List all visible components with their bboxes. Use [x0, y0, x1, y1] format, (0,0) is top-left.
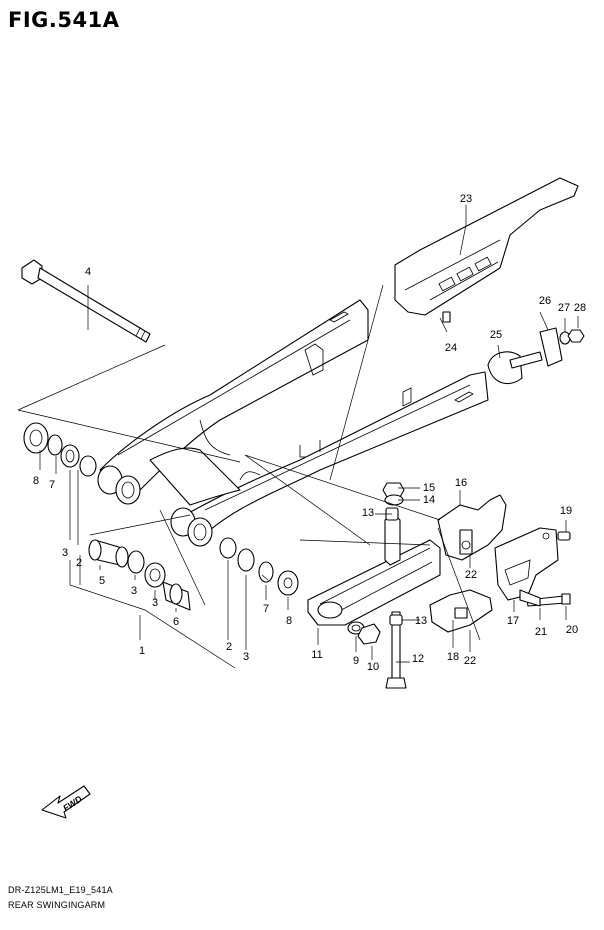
callout: 6 — [173, 616, 179, 628]
callout: 2 — [76, 557, 82, 569]
callout: 13 — [415, 615, 427, 627]
callout: 18 — [447, 651, 459, 663]
callout: 15 — [423, 482, 435, 494]
swingarm — [97, 299, 489, 547]
chain-adjuster — [487, 327, 585, 385]
callout: 8 — [33, 475, 39, 487]
callout: 3 — [243, 651, 249, 663]
callout: 7 — [49, 479, 55, 491]
pivot-bolt — [21, 259, 151, 343]
callout: 22 — [464, 655, 476, 667]
chain-slider — [307, 514, 441, 626]
callout: 3 — [152, 597, 158, 609]
fwd-arrow: FWD — [41, 785, 91, 819]
callout: 17 — [507, 615, 519, 627]
callout: 4 — [85, 266, 91, 278]
callout: 14 — [423, 494, 435, 506]
callout: 27 — [558, 302, 570, 314]
callout: 3 — [131, 585, 137, 597]
callout: 9 — [353, 655, 359, 667]
slider-hardware-upper — [382, 482, 405, 521]
callout: 19 — [560, 505, 572, 517]
callout: 28 — [574, 302, 586, 314]
callout: 5 — [99, 575, 105, 587]
callout: 23 — [460, 193, 472, 205]
callouts: 1 2 2 3 3 3 3 4 5 6 7 7 8 8 9 10 11 12 1… — [33, 193, 586, 673]
callout: 25 — [490, 329, 502, 341]
callout: 12 — [412, 653, 424, 665]
callout: 1 — [139, 645, 145, 657]
callout: 24 — [445, 342, 457, 354]
chain-guide — [429, 589, 493, 633]
drawing-code: DR-Z125LM1_E19_541A — [8, 885, 113, 895]
drawing-caption: REAR SWINGINGARM — [8, 900, 106, 910]
callout: 8 — [286, 615, 292, 627]
callout: 21 — [535, 626, 547, 638]
callout: 2 — [226, 641, 232, 653]
left-pivot-hardware — [23, 422, 97, 477]
callout: 7 — [263, 603, 269, 615]
lower-pivot-hardware — [88, 537, 299, 611]
callout: 22 — [465, 569, 477, 581]
chain-guide-bracket — [437, 494, 507, 561]
callout: 20 — [566, 624, 578, 636]
callout: 13 — [362, 507, 374, 519]
callout: 26 — [539, 295, 551, 307]
callout: 10 — [367, 661, 379, 673]
figure-title: FIG.541A — [8, 8, 120, 32]
callout: 11 — [311, 649, 322, 661]
callout: 16 — [455, 477, 467, 489]
leader-lines — [17, 205, 579, 669]
callout: 3 — [62, 547, 68, 559]
chain-guard — [394, 177, 579, 323]
slider-hardware-lower — [347, 611, 407, 689]
guide-plate — [494, 527, 571, 607]
